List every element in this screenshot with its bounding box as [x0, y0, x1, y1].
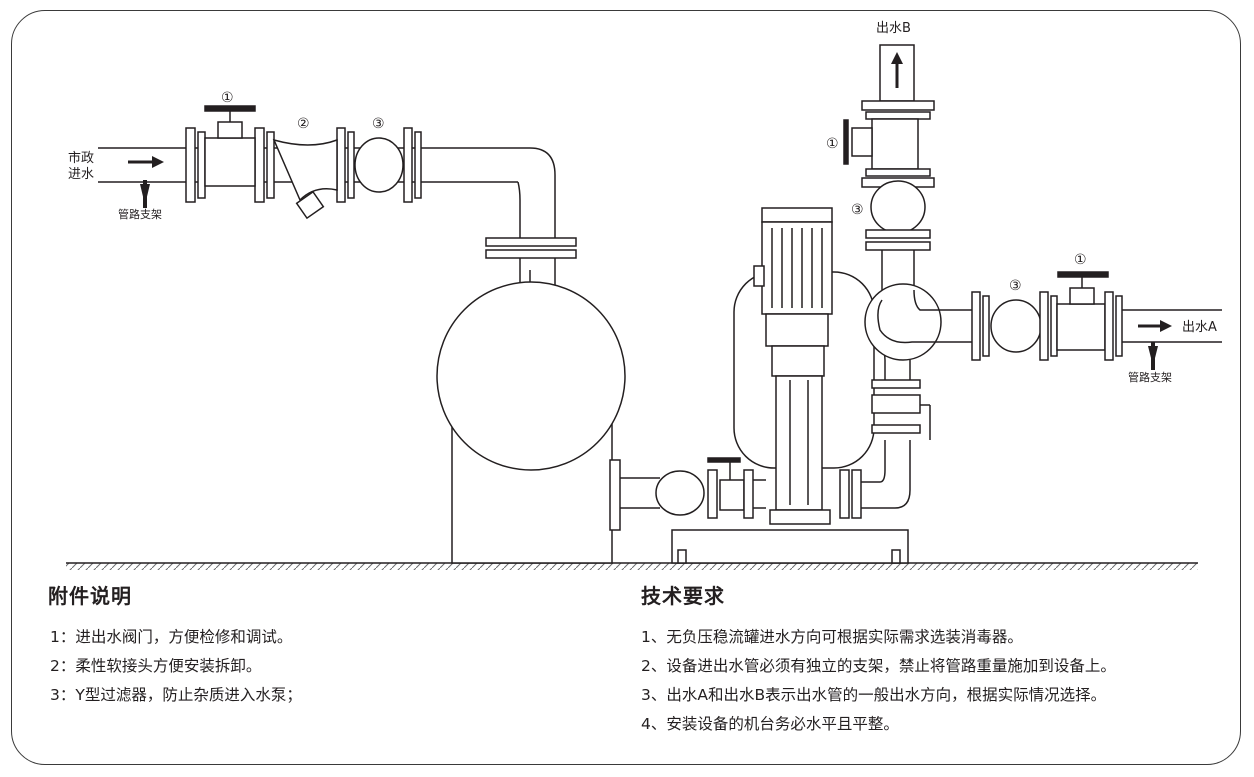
outlet-b-label: 出水B — [876, 21, 911, 36]
requirement-item: 4、安装设备的机台务必水平且平整。 — [641, 715, 899, 733]
accessories-notes: 附件说明 1：进出水阀门，方便检修和调试。 2：柔性软接头方便安装拆卸。 3：Y… — [48, 580, 302, 710]
callout-inlet-valve: ① — [221, 90, 234, 106]
callout-outlet-b-valve: ① — [826, 136, 839, 152]
buffer-tank — [436, 281, 660, 564]
callout-inlet-joint: ③ — [372, 116, 385, 132]
callout-outlet-a-valve: ① — [1074, 252, 1087, 268]
outlet-b-pipeline — [843, 44, 935, 300]
technical-requirements: 技术要求 1、无负压稳流罐进水方向可根据实际需求选装消毒器。 2、设备进出水管必… — [641, 580, 1116, 739]
requirement-item: 2、设备进出水管必须有独立的支架，禁止将管路重量施加到设备上。 — [641, 657, 1116, 675]
outlet-b-flow-arrow — [891, 52, 903, 88]
inlet-flanges — [185, 127, 422, 203]
outlet-tee — [864, 283, 976, 361]
inlet-flexible-joint — [354, 137, 404, 193]
inlet-y-strainer — [272, 138, 338, 220]
requirements-title: 技术要求 — [641, 584, 725, 608]
vertical-pump — [733, 207, 875, 525]
pipe-support-icon — [140, 180, 1158, 370]
requirement-item: 1、无负压稳流罐进水方向可根据实际需求选装消毒器。 — [641, 628, 1023, 646]
diagram-frame — [11, 10, 1241, 765]
inlet-pipe-support-label: 管路支架 — [118, 207, 162, 221]
ground-line — [66, 562, 1198, 570]
outlet-a-pipeline — [971, 271, 1222, 361]
suction-line — [655, 457, 766, 519]
discharge-elbow — [839, 329, 931, 519]
inlet-gate-valve — [204, 105, 256, 187]
inlet-label-line1: 市政 — [68, 150, 94, 166]
outlet-pipe-support-label: 管路支架 — [1128, 370, 1172, 384]
callout-inlet-strainer-joint: ② — [297, 116, 310, 132]
outlet-a-flow-arrow — [1138, 320, 1172, 332]
inlet-label-line2: 进水 — [68, 167, 94, 182]
accessory-note-item: 1：进出水阀门，方便检修和调试。 — [50, 628, 293, 646]
outlet-a-label: 出水A — [1182, 320, 1217, 335]
requirement-item: 3、出水A和出水B表示出水管的一般出水方向，根据实际情况选择。 — [641, 686, 1107, 704]
accessories-title: 附件说明 — [48, 584, 132, 608]
callout-outlet-b-joint: ③ — [851, 202, 864, 218]
callout-outlet-a-joint: ③ — [1009, 278, 1022, 294]
accessory-note-item: 3：Y型过滤器，防止杂质进入水泵； — [50, 686, 302, 704]
inlet-flow-arrow — [128, 156, 164, 168]
accessory-note-item: 2：柔性软接头方便安装拆卸。 — [50, 657, 262, 675]
equipment-base — [671, 529, 909, 564]
